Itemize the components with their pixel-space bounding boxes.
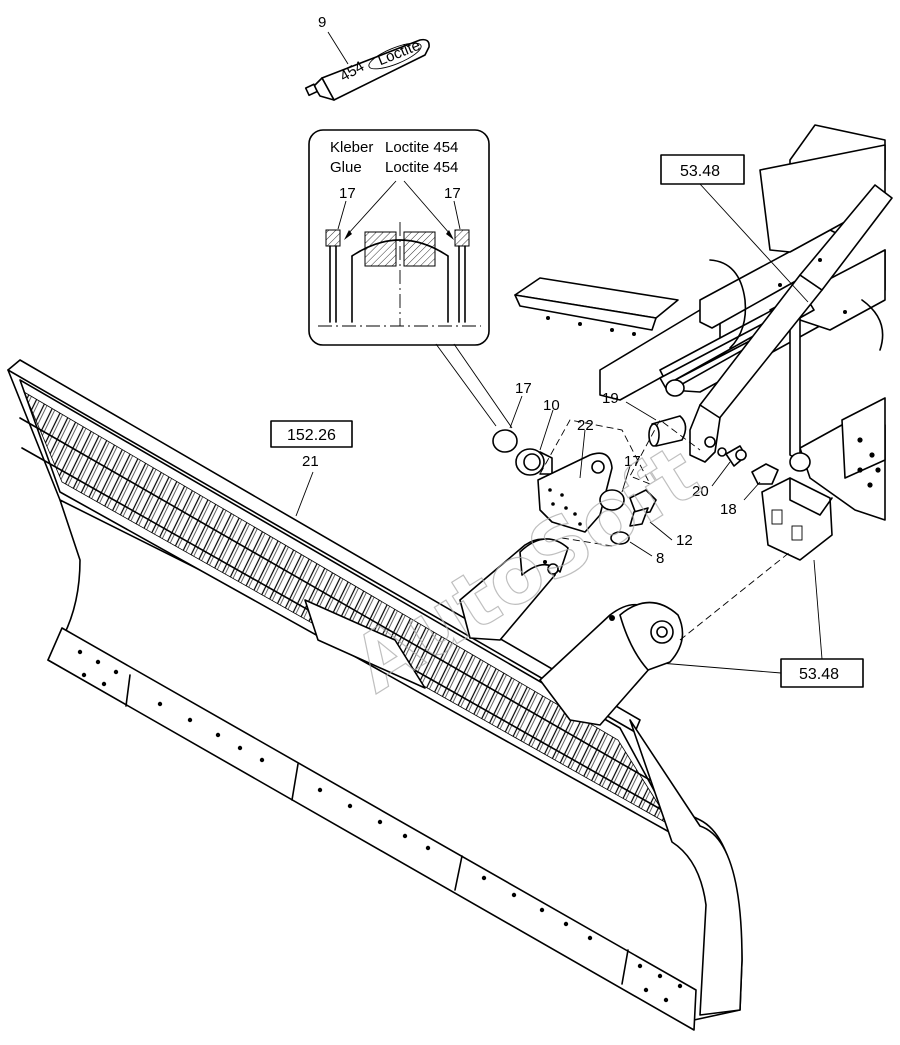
washer-8: [610, 531, 630, 545]
seal-ring-17a: [492, 429, 518, 453]
callout-22: 22: [577, 417, 594, 434]
reference-box-arm[interactable]: 53.48: [780, 658, 864, 688]
reference-arm-text: 53.48: [799, 666, 839, 683]
bolt-12: [629, 489, 657, 527]
callout-21: 21: [302, 453, 319, 470]
bushing-10: [515, 448, 553, 476]
callout-19: 19: [602, 390, 619, 407]
pin-19: [648, 415, 687, 447]
reference-frame-text: 53.48: [680, 163, 720, 180]
seal-ring-17b: [599, 489, 625, 511]
push-arms: [459, 538, 684, 726]
callout-18: 18: [720, 501, 737, 518]
tractor-frame: [514, 124, 893, 521]
clamp-block: [761, 477, 833, 561]
fitting-20: [725, 445, 747, 467]
detail-glue-product: Loctite 454: [385, 159, 458, 176]
callout-17-lower: 17: [624, 453, 641, 470]
detail-callout-17-right: 17: [444, 185, 461, 202]
glue-detail-balloon: [308, 129, 490, 346]
callout-9: 9: [318, 14, 326, 31]
callout-8: 8: [656, 550, 664, 567]
reference-box-blade[interactable]: 152.26: [270, 420, 353, 448]
loctite-tube: Loctite 454: [304, 37, 430, 101]
reference-blade-text: 152.26: [287, 427, 336, 444]
detail-kleber: Kleber: [330, 139, 373, 156]
callout-12: 12: [676, 532, 693, 549]
bracket-22: [537, 452, 613, 533]
callout-20: 20: [692, 483, 709, 500]
bolt-18: [751, 463, 779, 485]
detail-kleber-product: Loctite 454: [385, 139, 458, 156]
callout-10: 10: [543, 397, 560, 414]
reference-box-frame[interactable]: 53.48: [660, 154, 745, 185]
detail-glue: Glue: [330, 159, 362, 176]
callout-17-upper: 17: [515, 380, 532, 397]
detail-callout-17-left: 17: [339, 185, 356, 202]
dozer-blade: [7, 359, 743, 1031]
